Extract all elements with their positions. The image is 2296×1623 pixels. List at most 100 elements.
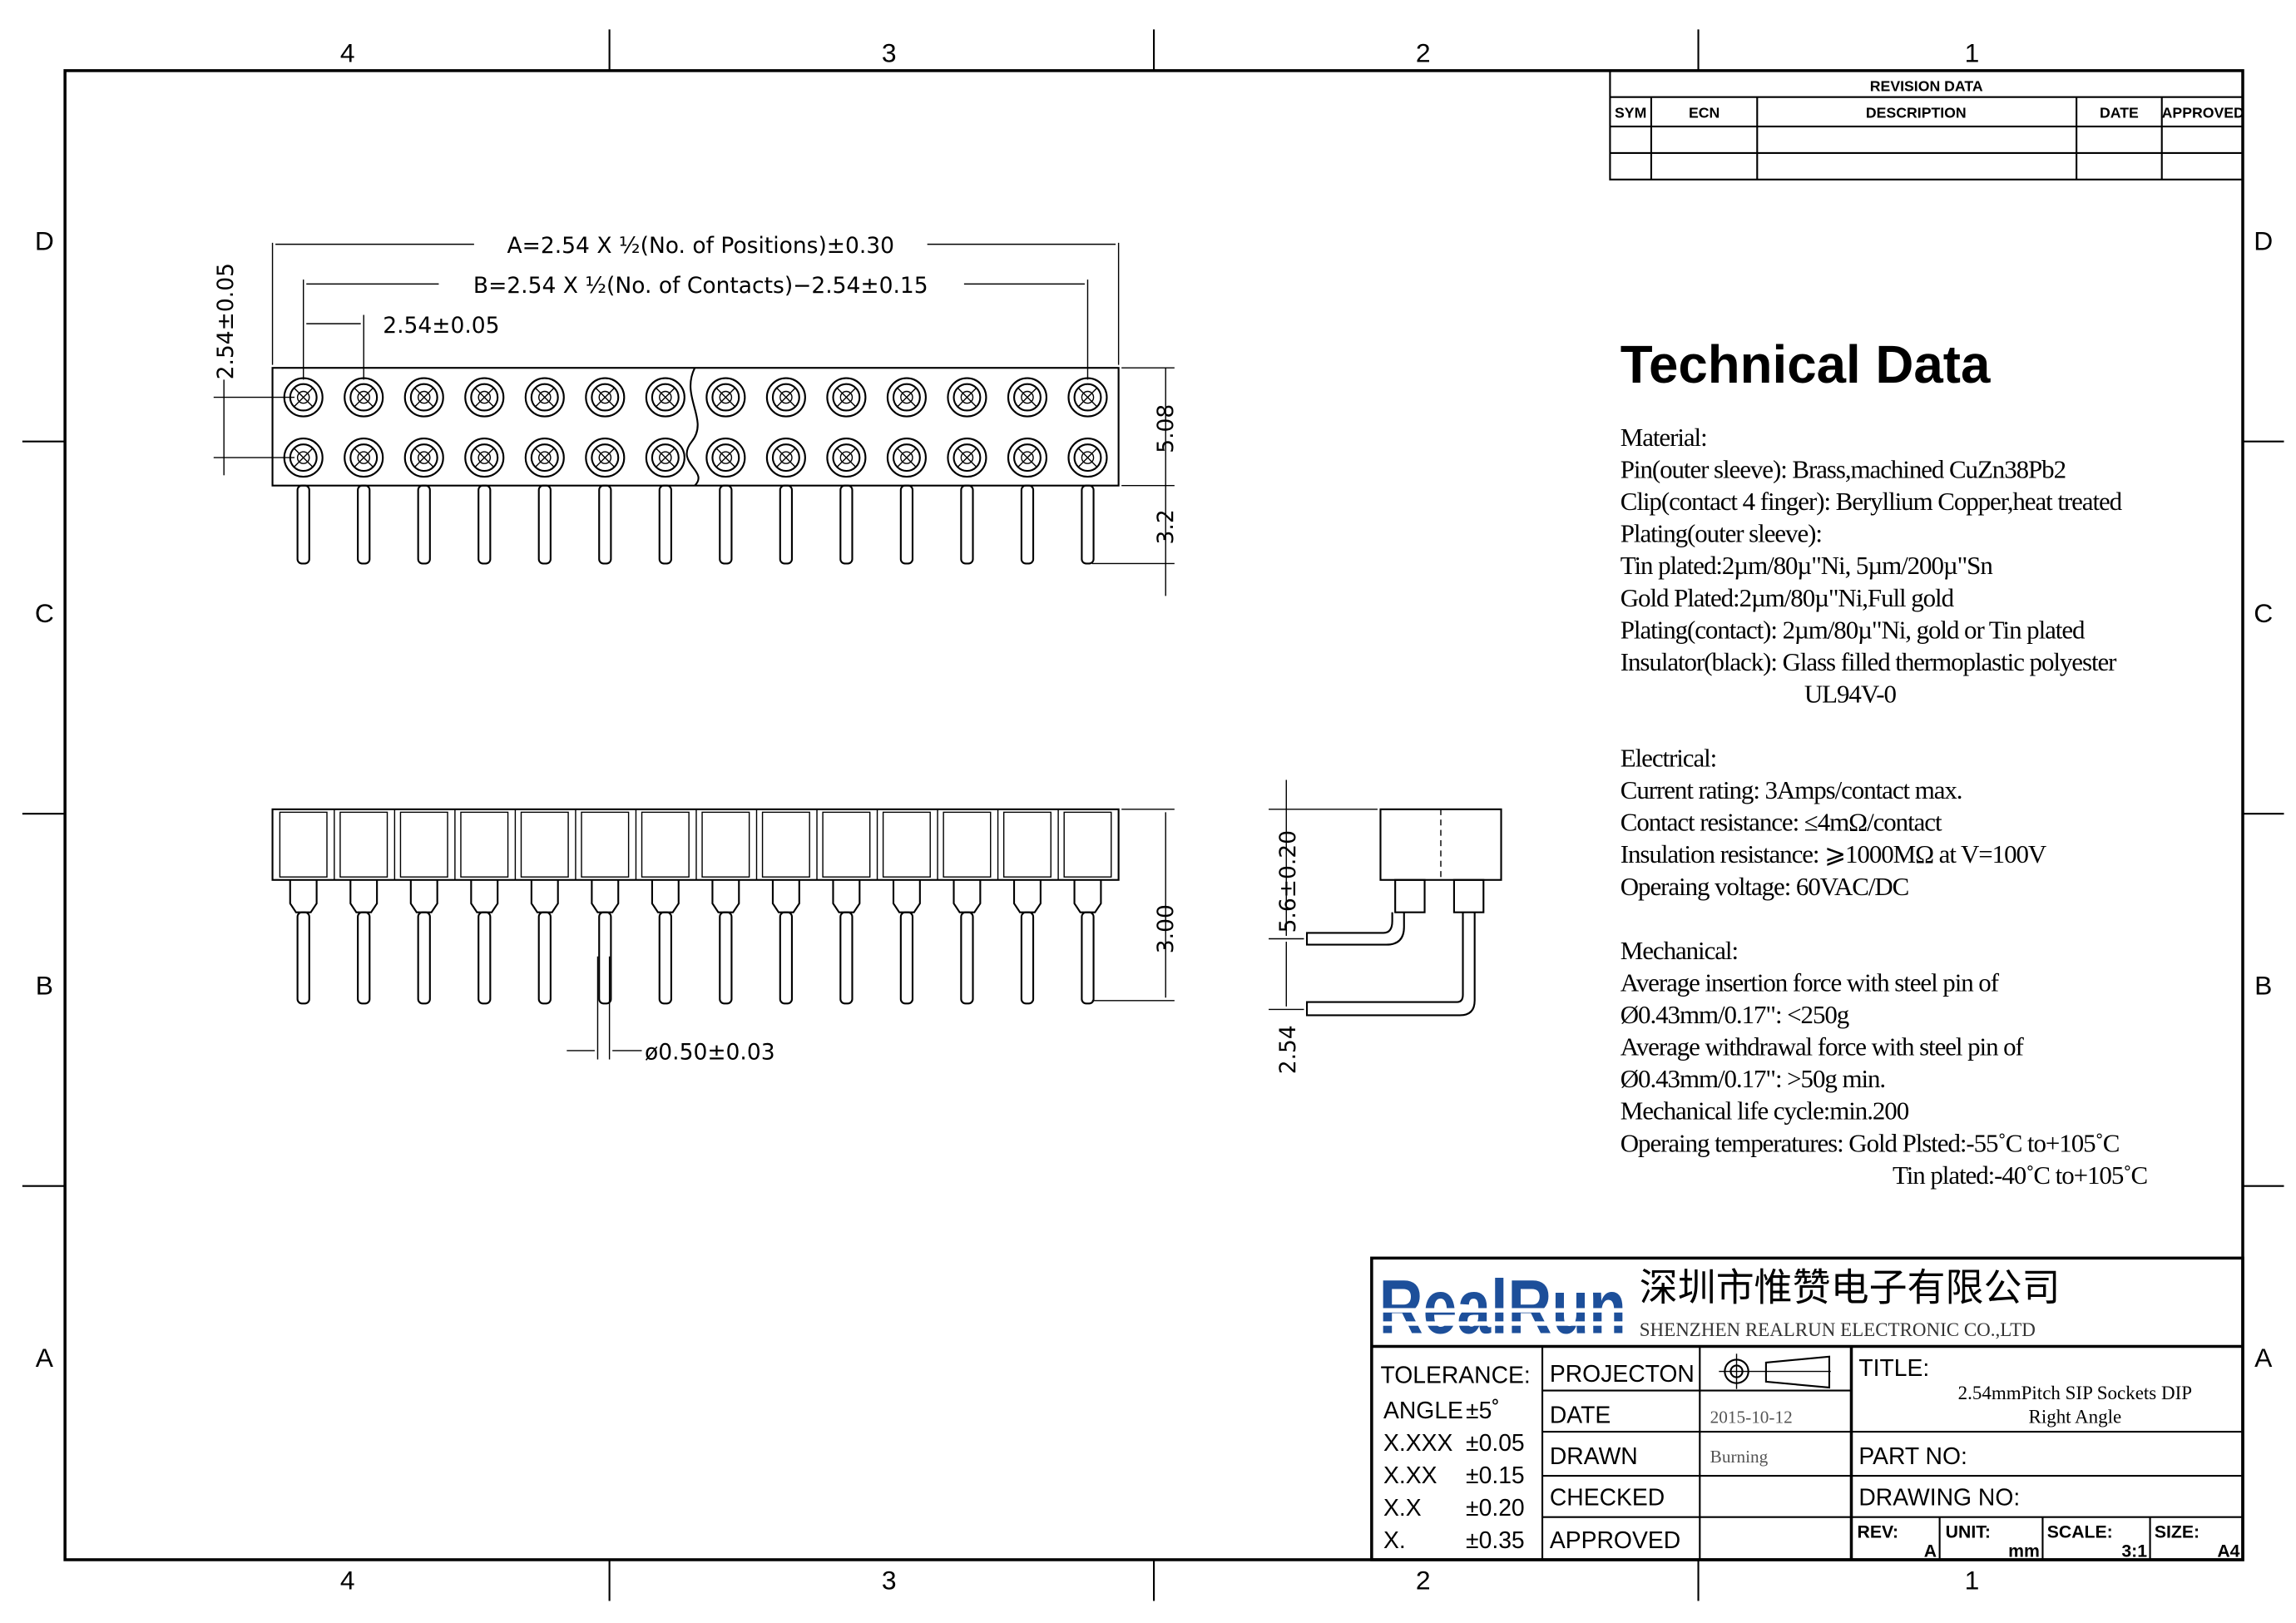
socket-contact-hole xyxy=(779,451,793,464)
socket-cavity xyxy=(761,811,810,878)
contact-finger xyxy=(1017,388,1037,407)
zone-row-label: D xyxy=(35,226,54,256)
unit-value: mm xyxy=(2008,1541,2040,1561)
pin-tail xyxy=(1020,911,1035,1005)
socket-contact-hole xyxy=(417,390,431,404)
socket-cavity xyxy=(1002,811,1052,878)
contact-finger xyxy=(1078,448,1097,468)
pin-tail xyxy=(899,911,914,1005)
pin-tail xyxy=(960,484,974,565)
pin-tail xyxy=(839,911,854,1005)
tolerance-key: ANGLE xyxy=(1383,1397,1463,1423)
socket-contact-inner xyxy=(651,383,680,412)
drawn-label: DRAWN xyxy=(1550,1442,1638,1469)
pin-sleeve xyxy=(892,879,921,913)
pin-sleeve xyxy=(591,879,620,913)
socket-contact-hole xyxy=(839,390,854,404)
socket-cavity xyxy=(1063,811,1112,878)
socket-contact-inner xyxy=(651,443,680,473)
contact-finger xyxy=(535,388,554,407)
socket-contact xyxy=(464,438,505,478)
break-mark xyxy=(685,367,700,487)
socket-contact xyxy=(765,438,806,478)
zone-row-label: C xyxy=(2254,598,2273,628)
pin-tail xyxy=(1020,484,1035,565)
socket-contact-hole xyxy=(659,451,672,464)
socket-contact xyxy=(886,377,927,418)
socket-contact xyxy=(344,438,384,478)
socket-contact-hole xyxy=(839,451,854,464)
socket-contact-inner xyxy=(530,443,559,473)
socket-contact-inner xyxy=(892,383,921,412)
socket-contact-hole xyxy=(659,390,672,404)
contact-finger xyxy=(475,448,494,468)
technical-line: Plating(contact): 2µm/80µ"Ni, gold or Ti… xyxy=(1621,615,2086,644)
contact-finger xyxy=(1078,388,1097,407)
technical-line: Tin plated:-40˚C to+105˚C xyxy=(1893,1160,2147,1190)
socket-contact-hole xyxy=(779,390,793,404)
tolerance-key: X.XX xyxy=(1383,1462,1437,1488)
socket-contact-inner xyxy=(1012,443,1042,473)
socket-contact-inner xyxy=(470,443,499,473)
zone-col-label: 3 xyxy=(882,1565,897,1595)
technical-line: Contact resistance: ≤4mΩ/contact xyxy=(1621,808,1942,837)
contact-finger xyxy=(475,388,494,407)
tolerance-value: ±0.35 xyxy=(1466,1527,1525,1553)
socket-contact xyxy=(403,377,444,418)
pin-tail xyxy=(1081,484,1095,565)
pin-tail xyxy=(417,484,431,565)
dim-pin-length: 3.2 xyxy=(1153,509,1179,544)
socket-contact-inner xyxy=(953,443,982,473)
pin-sleeve xyxy=(530,879,559,913)
socket-contact xyxy=(403,438,444,478)
dim-pitch: 2.54±0.05 xyxy=(383,313,499,339)
approved-label: APPROVED xyxy=(1550,1527,1680,1553)
dim-body-height: 5.08 xyxy=(1153,404,1179,453)
socket-contact-hole xyxy=(598,390,612,404)
pin-tail xyxy=(1081,911,1095,1005)
socket-contact xyxy=(1007,438,1048,478)
dim-ra-pitch: 2.54 xyxy=(1275,1025,1301,1074)
socket-contact-hole xyxy=(1081,390,1095,404)
connector-body-side xyxy=(271,808,1120,881)
company-logo: RealRun xyxy=(1377,1265,1631,1350)
contact-finger xyxy=(957,448,977,468)
socket-contact xyxy=(826,438,867,478)
size-value: A4 xyxy=(2217,1541,2239,1561)
pin-sleeve xyxy=(409,879,438,913)
pin-tail xyxy=(357,911,371,1005)
socket-contact-hole xyxy=(960,390,974,404)
dim-side-height: 3.00 xyxy=(1153,904,1179,953)
socket-contact xyxy=(645,438,685,478)
pin-tail xyxy=(417,911,431,1005)
technical-line: Ø0.43mm/0.17": <250g xyxy=(1621,1000,1849,1029)
contact-finger xyxy=(294,448,313,468)
contact-finger xyxy=(776,448,795,468)
title-line-1: 2.54mmPitch SIP Sockets DIP xyxy=(1958,1383,2192,1403)
pin-tail xyxy=(839,484,854,565)
socket-contact-hole xyxy=(719,451,733,464)
technical-line: Operaing temperatures: Gold Plsted:-55˚C… xyxy=(1621,1128,2120,1157)
socket-contact-inner xyxy=(349,443,379,473)
technical-line: Average insertion force with steel pin o… xyxy=(1621,967,2000,997)
socket-contact xyxy=(886,438,927,478)
technical-line: Clip(contact 4 finger): Beryllium Copper… xyxy=(1621,487,2123,516)
contact-finger xyxy=(1017,448,1037,468)
socket-contact xyxy=(524,377,565,418)
pin-tail xyxy=(658,911,672,1005)
technical-line: Mechanical life cycle:min.200 xyxy=(1621,1096,1909,1126)
pin-sleeve xyxy=(1073,879,1102,913)
technical-line: Gold Plated:2µm/80µ"Ni,Full gold xyxy=(1621,583,1955,612)
drawn-value: Burning xyxy=(1710,1447,1769,1467)
socket-contact-inner xyxy=(953,383,982,412)
technical-line: Mechanical: xyxy=(1621,936,1738,965)
technical-line: Tin plated:2µm/80µ"Ni, 5µm/200µ"Sn xyxy=(1621,551,1993,580)
socket-contact-inner xyxy=(711,443,740,473)
dim-pin-diameter: ø0.50±0.03 xyxy=(645,1040,775,1066)
date-label: DATE xyxy=(1550,1401,1611,1428)
tolerance-label: TOLERANCE: xyxy=(1380,1362,1530,1388)
pin-tail xyxy=(478,484,492,565)
contact-finger xyxy=(837,388,856,407)
pin-sleeve xyxy=(651,879,680,913)
